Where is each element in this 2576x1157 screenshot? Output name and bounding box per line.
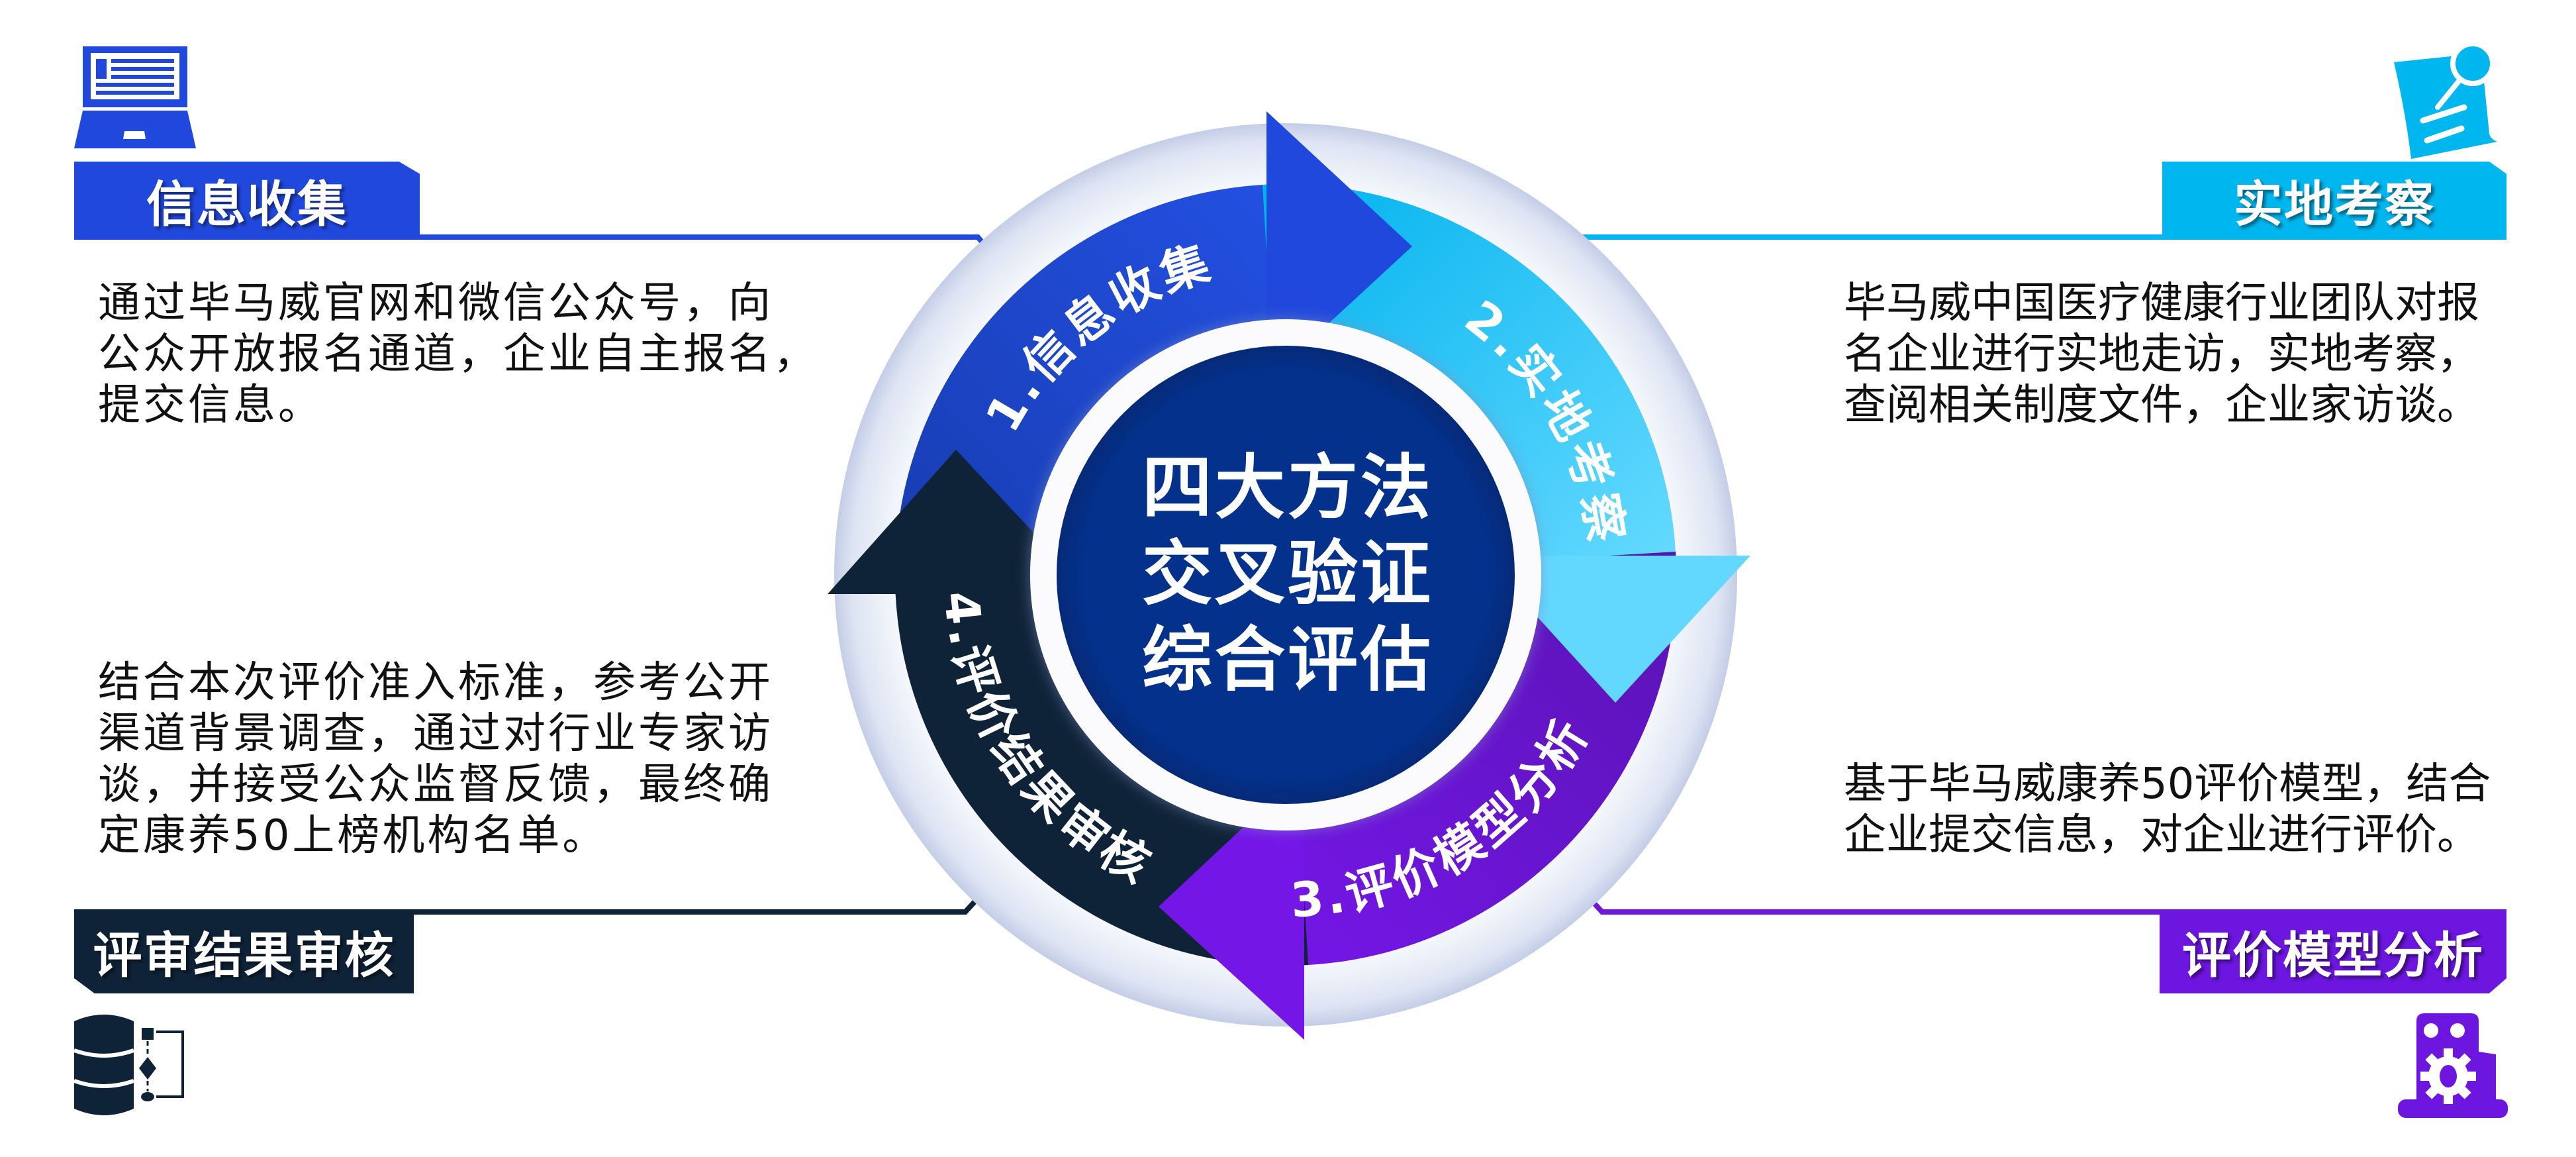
arrowhead-1 <box>1266 111 1412 381</box>
center-title: 四大方法 交叉验证 综合评估 <box>1089 445 1486 703</box>
text-line: 提交信息。 <box>98 381 323 430</box>
connector-info-collection <box>74 234 1020 285</box>
description-result-review: 结合本次评价准入标准，参考公开 渠道背景调查，通过对行业专家访 谈，并接受公众监… <box>98 658 773 862</box>
text-line: 结合本次评价准入标准，参考公开 <box>98 658 773 707</box>
title-field-inspection: 实地考察 <box>2162 162 2506 238</box>
title-info-collection: 信息收集 <box>74 162 420 238</box>
connector-result-review <box>74 860 1013 915</box>
text-line: 谈，并接受公众监督反馈，最终确 <box>98 760 773 809</box>
connector-field-inspection <box>1527 234 2506 267</box>
text-line: 基于毕马威康养50评价模型，结合 <box>1844 760 2491 809</box>
center-disc <box>1057 346 1515 804</box>
text-line: 定康养50上榜机构名单。 <box>98 811 608 860</box>
text-line: 公众开放报名通道，企业自主报名， <box>98 330 818 379</box>
center-line: 交叉验证 <box>1142 533 1433 615</box>
text-line: 企业提交信息，对企业进行评价。 <box>1844 811 2479 860</box>
center-line: 综合评估 <box>1142 619 1433 701</box>
laptop-icon <box>74 46 196 148</box>
text-line: 毕马威中国医疗健康行业团队对报 <box>1844 279 2479 328</box>
description-field-inspection: 毕马威中国医疗健康行业团队对报 名企业进行实地走访，实地考察， 查阅相关制度文件… <box>1844 278 2479 431</box>
text-line: 渠道背景调查，通过对行业专家访 <box>98 709 773 758</box>
database-flowchart-icon <box>74 1015 184 1115</box>
description-info-collection: 通过毕马威官网和微信公众号，向 公众开放报名通道，企业自主报名， 提交信息。 <box>98 278 818 431</box>
title-result-review: 评审结果审核 <box>74 909 414 993</box>
gear-robot-icon <box>2398 1013 2508 1118</box>
document-search-icon <box>2394 41 2497 159</box>
text-line: 名企业进行实地走访，实地考察， <box>1844 330 2479 379</box>
arrowhead-4 <box>828 450 1091 594</box>
connector-model-analysis <box>1554 860 2506 915</box>
title-model-analysis: 评价模型分析 <box>2160 909 2506 993</box>
arrowhead-3 <box>1159 770 1304 1040</box>
description-model-analysis: 基于毕马威康养50评价模型，结合 企业提交信息，对企业进行评价。 <box>1844 759 2491 861</box>
text-line: 通过毕马威官网和微信公众号，向 <box>98 279 773 328</box>
text-line: 查阅相关制度文件，企业家访谈。 <box>1844 381 2479 430</box>
center-line: 四大方法 <box>1142 447 1433 528</box>
arrowhead-2 <box>1482 556 1750 703</box>
